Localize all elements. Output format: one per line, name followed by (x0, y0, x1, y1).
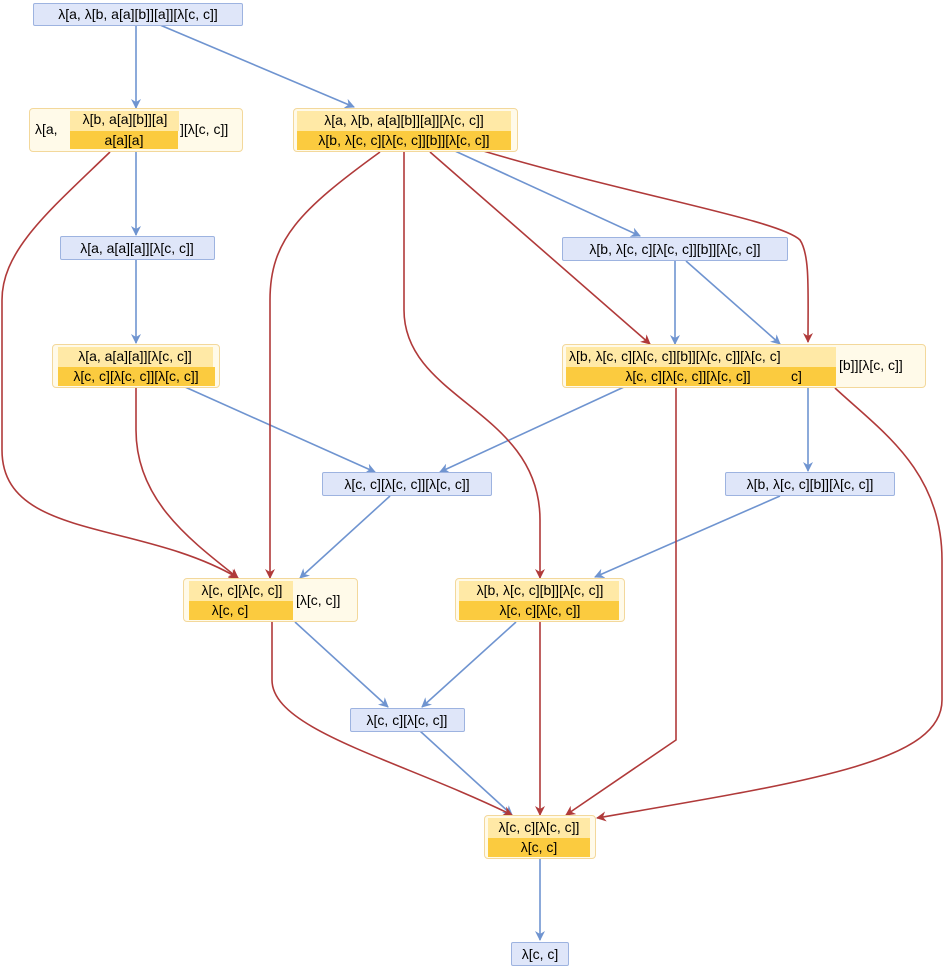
node-label: λ[c, c] (211, 602, 249, 618)
redex-highlight (58, 347, 213, 367)
node-label: λ[b, a[a][b]][a] (82, 111, 168, 127)
edge (421, 621, 517, 708)
node-label: λ[c, c][λ[c, c]] (499, 602, 581, 618)
expr-node: λ[c, c][λ[c, c]][λ[c, c]] (322, 472, 492, 496)
node-label: [λ[c, c]] (296, 592, 341, 608)
node-label: λ[a, λ[b, a[a][b]][a]][λ[c, c]] (324, 112, 484, 128)
expr-node: λ[b, λ[c, c][λ[c, c]][b]][λ[c, c]][λ[c, … (562, 344, 926, 388)
expr-node: λ[b, λ[c, c][b]][λ[c, c]] λ[c, c][λ[c, c… (455, 578, 625, 622)
expr-node: λ[c, c][λ[c, c]] λ[c, c] [λ[c, c]] (183, 578, 358, 622)
node-label: λ[b, λ[c, c][λ[c, c]][b]][λ[c, c]] (589, 241, 761, 257)
node-label: λ[a, (35, 121, 58, 137)
edge (271, 622, 513, 816)
edge (159, 24, 355, 109)
redex-highlight (297, 111, 511, 131)
redex-highlight (459, 581, 619, 601)
edge (565, 388, 677, 816)
edge (1, 151, 239, 579)
edge (403, 152, 545, 579)
node-label: λ[c, c][λ[c, c]][λ[c, c]] (73, 368, 199, 384)
redex-highlight (297, 131, 511, 150)
redex-highlight (70, 111, 179, 131)
node-label: λ[c, c] (521, 946, 559, 962)
node-label: ][λ[c, c]] (180, 121, 229, 137)
redex-highlight (70, 131, 178, 149)
redex-highlight (488, 818, 590, 838)
edge (685, 260, 781, 345)
root-node: λ[a, λ[b, a[a][b]][a]][λ[c, c]] (33, 3, 243, 26)
node-label: λ[c, c][λ[c, c]] (366, 712, 448, 728)
edge (429, 151, 651, 345)
redex-highlight (459, 601, 619, 620)
expr-node-right-1: λ[a, λ[b, a[a][b]][a]][λ[c, c]] λ[b, λ[c… (293, 108, 518, 152)
expr-node: λ[c, c][λ[c, c]] λ[c, c] (484, 815, 596, 859)
edge (135, 387, 239, 579)
node-label: c] (791, 368, 802, 384)
node-label: λ[a, a[a][a]][λ[c, c]] (78, 348, 192, 364)
edge (265, 151, 381, 579)
node-label: a[a][a] (104, 132, 144, 148)
redex-highlight (566, 367, 836, 386)
redex-highlight (566, 347, 836, 367)
redex-highlight (58, 367, 215, 386)
edge (454, 150, 641, 237)
node-label: λ[c, c][λ[c, c]][λ[c, c]] (344, 476, 470, 492)
expr-node: λ[a, a[a][a]][λ[c, c]] λ[c, c][λ[c, c]][… (52, 344, 220, 388)
node-label: λ[c, c][λ[c, c]] (498, 819, 580, 835)
node-label: λ[b, λ[c, c][b]][λ[c, c]] (746, 476, 874, 492)
expr-node-left-1: λ[a, λ[b, a[a][b]][a] a[a][a] ][λ[c, c]] (29, 108, 243, 152)
edge (479, 149, 814, 343)
node-label: λ[b, λ[c, c][b]][λ[c, c]] (476, 582, 604, 598)
node-label: [b]][λ[c, c]] (839, 357, 903, 373)
edge (594, 495, 781, 578)
redex-highlight (189, 581, 293, 601)
node-label: λ[a, a[a][a]][λ[c, c]] (80, 240, 194, 256)
node-label: λ[c, c][λ[c, c]] (201, 582, 283, 598)
expr-node: λ[a, a[a][a]][λ[c, c]] (60, 236, 215, 260)
node-label: λ[b, λ[c, c][λ[c, c]][b]][λ[c, c]] (318, 132, 490, 148)
node-label: λ[c, c][λ[c, c]][λ[c, c]] (625, 368, 751, 384)
edge (184, 386, 376, 473)
final-node: λ[c, c] (511, 942, 569, 966)
node-label: λ[c, c] (520, 839, 558, 855)
edge (439, 386, 625, 473)
expr-node: λ[b, λ[c, c][b]][λ[c, c]] (725, 472, 895, 496)
redex-highlight (189, 601, 293, 620)
node-label: λ[a, λ[b, a[a][b]][a]][λ[c, c]] (58, 6, 218, 22)
expr-node: λ[c, c][λ[c, c]] (350, 708, 465, 732)
edge (299, 495, 391, 579)
expr-node: λ[b, λ[c, c][λ[c, c]][b]][λ[c, c]] (562, 237, 788, 261)
redex-highlight (488, 838, 590, 857)
node-label: λ[b, λ[c, c][λ[c, c]][b]][λ[c, c]][λ[c, … (569, 348, 781, 364)
edge (294, 621, 389, 708)
edge (596, 387, 943, 822)
edge (419, 730, 513, 816)
